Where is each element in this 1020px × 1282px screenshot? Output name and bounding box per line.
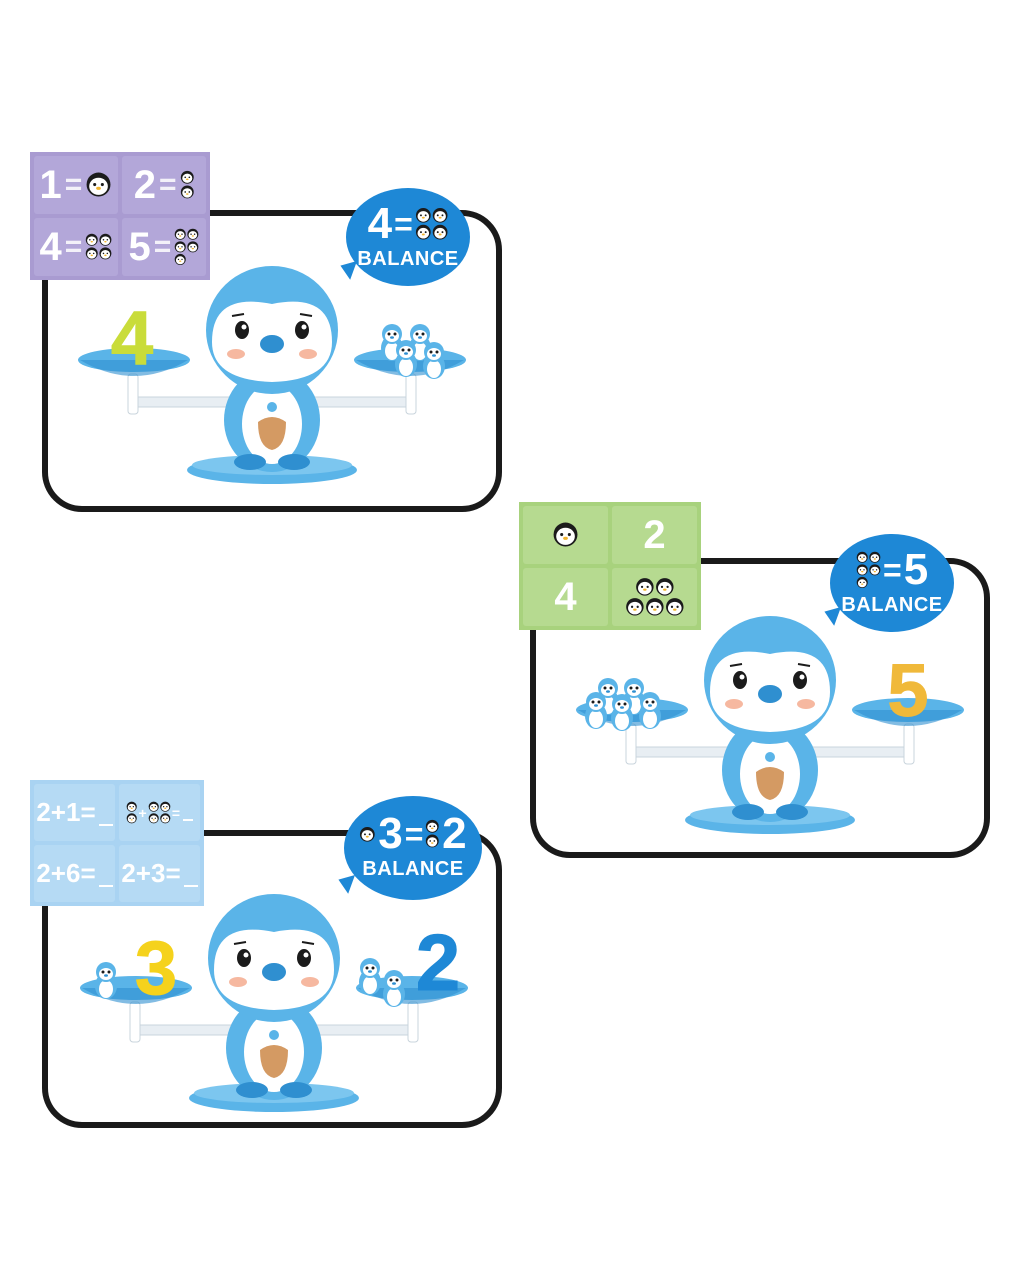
penguin-group-icon [415,207,449,241]
panel-3-frame [42,830,502,1128]
balance-label: BALANCE [357,248,459,270]
card-3: 4 [523,568,608,626]
panel-3-cards: 2+1= + = 2+6= 2+3= [30,780,204,906]
card-4 [612,568,697,626]
balance-label: BALANCE [362,858,464,880]
card-number: 4 [39,224,62,269]
penguin-group-icon [625,577,685,617]
bubble-number: 4 [367,199,393,248]
panel-1-cards: 1 = 2 = 4 = 5 = [30,152,210,280]
penguin-group-icon [85,233,112,260]
equals-sign: = [64,168,83,201]
card-number: 1 [39,162,62,207]
equals-sign: = [64,230,83,263]
penguin-group-icon [180,170,195,199]
speech-bubble: 4 = BALANCE [337,188,470,286]
penguin-group-icon [174,228,199,266]
svg-text:4: 4 [111,296,153,381]
plus-sign: + [138,804,147,821]
equals-sign: = [171,804,180,821]
speech-bubble: 3 = 2 BALANCE [335,796,482,900]
equals-sign: = [404,816,424,852]
balance-label: BALANCE [841,594,943,616]
penguin-group-icon [856,551,881,589]
card-3: 4 = [34,218,118,276]
card-number: 4 [554,574,577,619]
svg-text:2: 2 [416,918,461,1007]
svg-text:3: 3 [135,926,177,1011]
card-1: 2+1= [34,784,115,841]
panel-2-cards: 2 4 [519,502,701,630]
card-1: 1 = [34,156,118,214]
penguin-group-icon [148,801,171,824]
svg-text:5: 5 [887,649,928,732]
panel-1: 1 = 2 = 4 = 5 = 4 = BALANCE 4 [0,0,1020,520]
card-number: 5 [128,224,151,269]
card-expression: 2+3= [121,858,181,888]
card-number: 2 [133,162,157,207]
balance-toy: 3 2 [74,890,474,1118]
bubble-number: 2 [442,809,467,858]
penguin-icon [552,521,579,548]
speech-bubble: = 5 BALANCE [821,534,954,632]
bubble-number: 3 [378,809,403,858]
card-4: 5 = [122,218,206,276]
equals-sign: = [153,230,172,263]
card-4: 2+3= [119,845,200,902]
card-2: 2 = [122,156,206,214]
penguin-group-icon [126,801,138,824]
equals-sign: = [394,206,413,242]
bubble-number: 5 [903,545,929,594]
penguin-icon [359,826,376,843]
balance-toy: 5 [570,612,970,838]
panel-2-frame [530,558,990,858]
card-2: + = [119,784,200,841]
balance-toy: 4 [72,262,472,492]
equals-sign: = [883,552,902,588]
penguin-icon [85,171,112,198]
equals-sign: = [159,168,177,201]
penguin-group-icon [425,819,440,848]
card-3: 2+6= [34,845,115,902]
card-expression: 2+6= [36,858,96,888]
card-expression: 2+1= [36,797,96,827]
